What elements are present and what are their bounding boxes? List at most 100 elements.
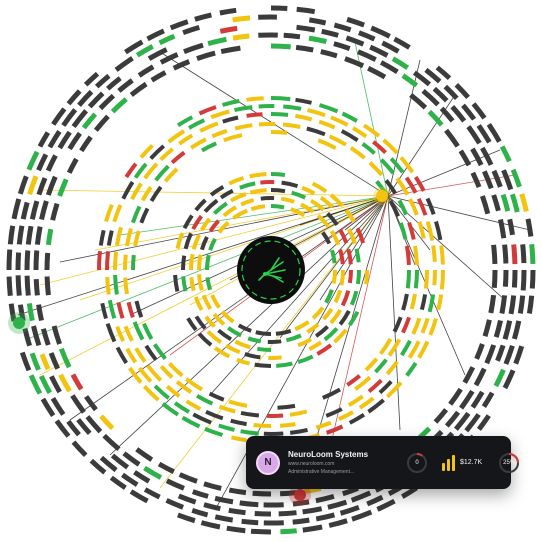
ring-segment bbox=[349, 290, 359, 306]
ring-segment bbox=[295, 97, 312, 105]
ring-segment bbox=[197, 274, 204, 291]
ring-segment bbox=[214, 514, 234, 523]
ring-segment bbox=[199, 217, 212, 232]
ring-segment bbox=[297, 354, 314, 365]
ring-segment bbox=[320, 49, 338, 59]
ring-segment bbox=[133, 162, 148, 179]
ring-segment bbox=[470, 390, 485, 409]
ring-segment bbox=[425, 221, 435, 241]
ring-segment bbox=[24, 250, 31, 271]
ring-segment bbox=[240, 410, 260, 418]
ring-segment bbox=[367, 65, 387, 80]
ring-segment bbox=[329, 249, 337, 264]
ring-segment bbox=[194, 198, 207, 212]
ring-segment bbox=[194, 315, 207, 330]
ring-segment bbox=[165, 478, 185, 491]
ring-segment bbox=[323, 327, 339, 342]
organization-avatar[interactable]: N bbox=[256, 450, 280, 475]
ring-segment bbox=[252, 490, 272, 497]
ring-segment bbox=[431, 245, 437, 262]
ring-segment bbox=[143, 162, 159, 180]
ring-segment bbox=[40, 328, 51, 346]
ring-segment bbox=[54, 419, 71, 438]
organization-url[interactable]: www.neuroloom.com bbox=[288, 460, 335, 467]
ring-segment bbox=[419, 294, 428, 311]
ring-segment bbox=[280, 196, 295, 204]
ring-segment bbox=[159, 147, 174, 162]
ring-segment bbox=[385, 360, 399, 376]
ring-segment bbox=[200, 141, 218, 153]
ring-segment bbox=[220, 45, 241, 55]
ring-segment bbox=[185, 399, 202, 411]
ring-segment bbox=[379, 60, 399, 75]
ring-segment bbox=[131, 205, 142, 224]
ring-segment bbox=[382, 138, 399, 155]
ring-segment bbox=[333, 22, 352, 33]
ring-segment bbox=[318, 119, 336, 130]
ring-segment bbox=[498, 218, 507, 239]
status-ring-stat: 0 bbox=[406, 452, 428, 474]
ring-segment bbox=[89, 458, 107, 475]
ring-segment bbox=[381, 40, 400, 54]
ring-segment bbox=[508, 295, 517, 315]
ring-segment bbox=[414, 175, 426, 192]
ring-segment bbox=[26, 150, 40, 171]
ring-segment bbox=[197, 332, 213, 347]
ring-segment bbox=[58, 347, 72, 369]
ring-segment bbox=[102, 433, 121, 452]
ring-segment bbox=[347, 269, 353, 284]
ring-segment bbox=[214, 495, 234, 505]
ring-segment bbox=[33, 250, 40, 271]
ring-segment bbox=[206, 330, 223, 345]
ring-segment bbox=[105, 322, 117, 343]
ring-segment bbox=[16, 225, 25, 245]
ring-segment bbox=[346, 16, 365, 28]
ring-segment bbox=[306, 126, 326, 137]
ring-segment bbox=[36, 304, 44, 322]
ring-segment bbox=[199, 121, 219, 133]
ring-segment bbox=[519, 193, 529, 212]
ring-segment bbox=[342, 485, 359, 497]
ring-segment bbox=[525, 218, 534, 237]
ring-segment bbox=[392, 316, 403, 333]
ring-segment bbox=[278, 510, 297, 517]
ring-segment bbox=[401, 293, 409, 311]
ring-segment bbox=[236, 357, 251, 366]
ring-segment bbox=[28, 374, 43, 395]
ring-segment bbox=[226, 525, 246, 534]
ring-segment bbox=[502, 320, 513, 340]
ring-segment bbox=[218, 423, 235, 432]
ring-segment bbox=[311, 306, 325, 320]
ring-segment bbox=[444, 410, 461, 428]
ring-segment bbox=[348, 413, 366, 425]
ring-segment bbox=[416, 197, 428, 216]
ring-segment bbox=[57, 178, 69, 197]
connection-line bbox=[279, 195, 389, 339]
ring-segment bbox=[367, 398, 385, 414]
ring-segment bbox=[112, 204, 123, 223]
connection-line bbox=[387, 59, 421, 197]
ring-segment bbox=[209, 184, 225, 197]
status-ring-value: 0 bbox=[415, 459, 419, 466]
ring-segment bbox=[117, 78, 134, 93]
ring-segment bbox=[163, 167, 179, 183]
ring-segment bbox=[327, 499, 348, 510]
ring-segment bbox=[130, 182, 143, 201]
ring-segment bbox=[331, 269, 338, 284]
ring-segment bbox=[198, 105, 217, 116]
ring-segment bbox=[191, 508, 209, 518]
ring-segment bbox=[135, 44, 154, 58]
organization-card[interactable]: N NeuroLoom Systems www.neuroloom.com Ad… bbox=[246, 436, 520, 489]
ring-segment bbox=[325, 407, 343, 418]
ring-segment bbox=[178, 133, 194, 146]
ring-segment bbox=[142, 322, 154, 340]
ring-segment bbox=[246, 112, 263, 118]
ring-segment bbox=[270, 43, 291, 50]
ring-segment bbox=[250, 528, 272, 535]
ring-segment bbox=[79, 135, 93, 153]
bar-chart-icon bbox=[442, 454, 455, 471]
ring-segment bbox=[125, 228, 133, 247]
ring-segment bbox=[20, 201, 30, 220]
ring-segment bbox=[361, 142, 376, 155]
ring-segment bbox=[495, 344, 506, 362]
